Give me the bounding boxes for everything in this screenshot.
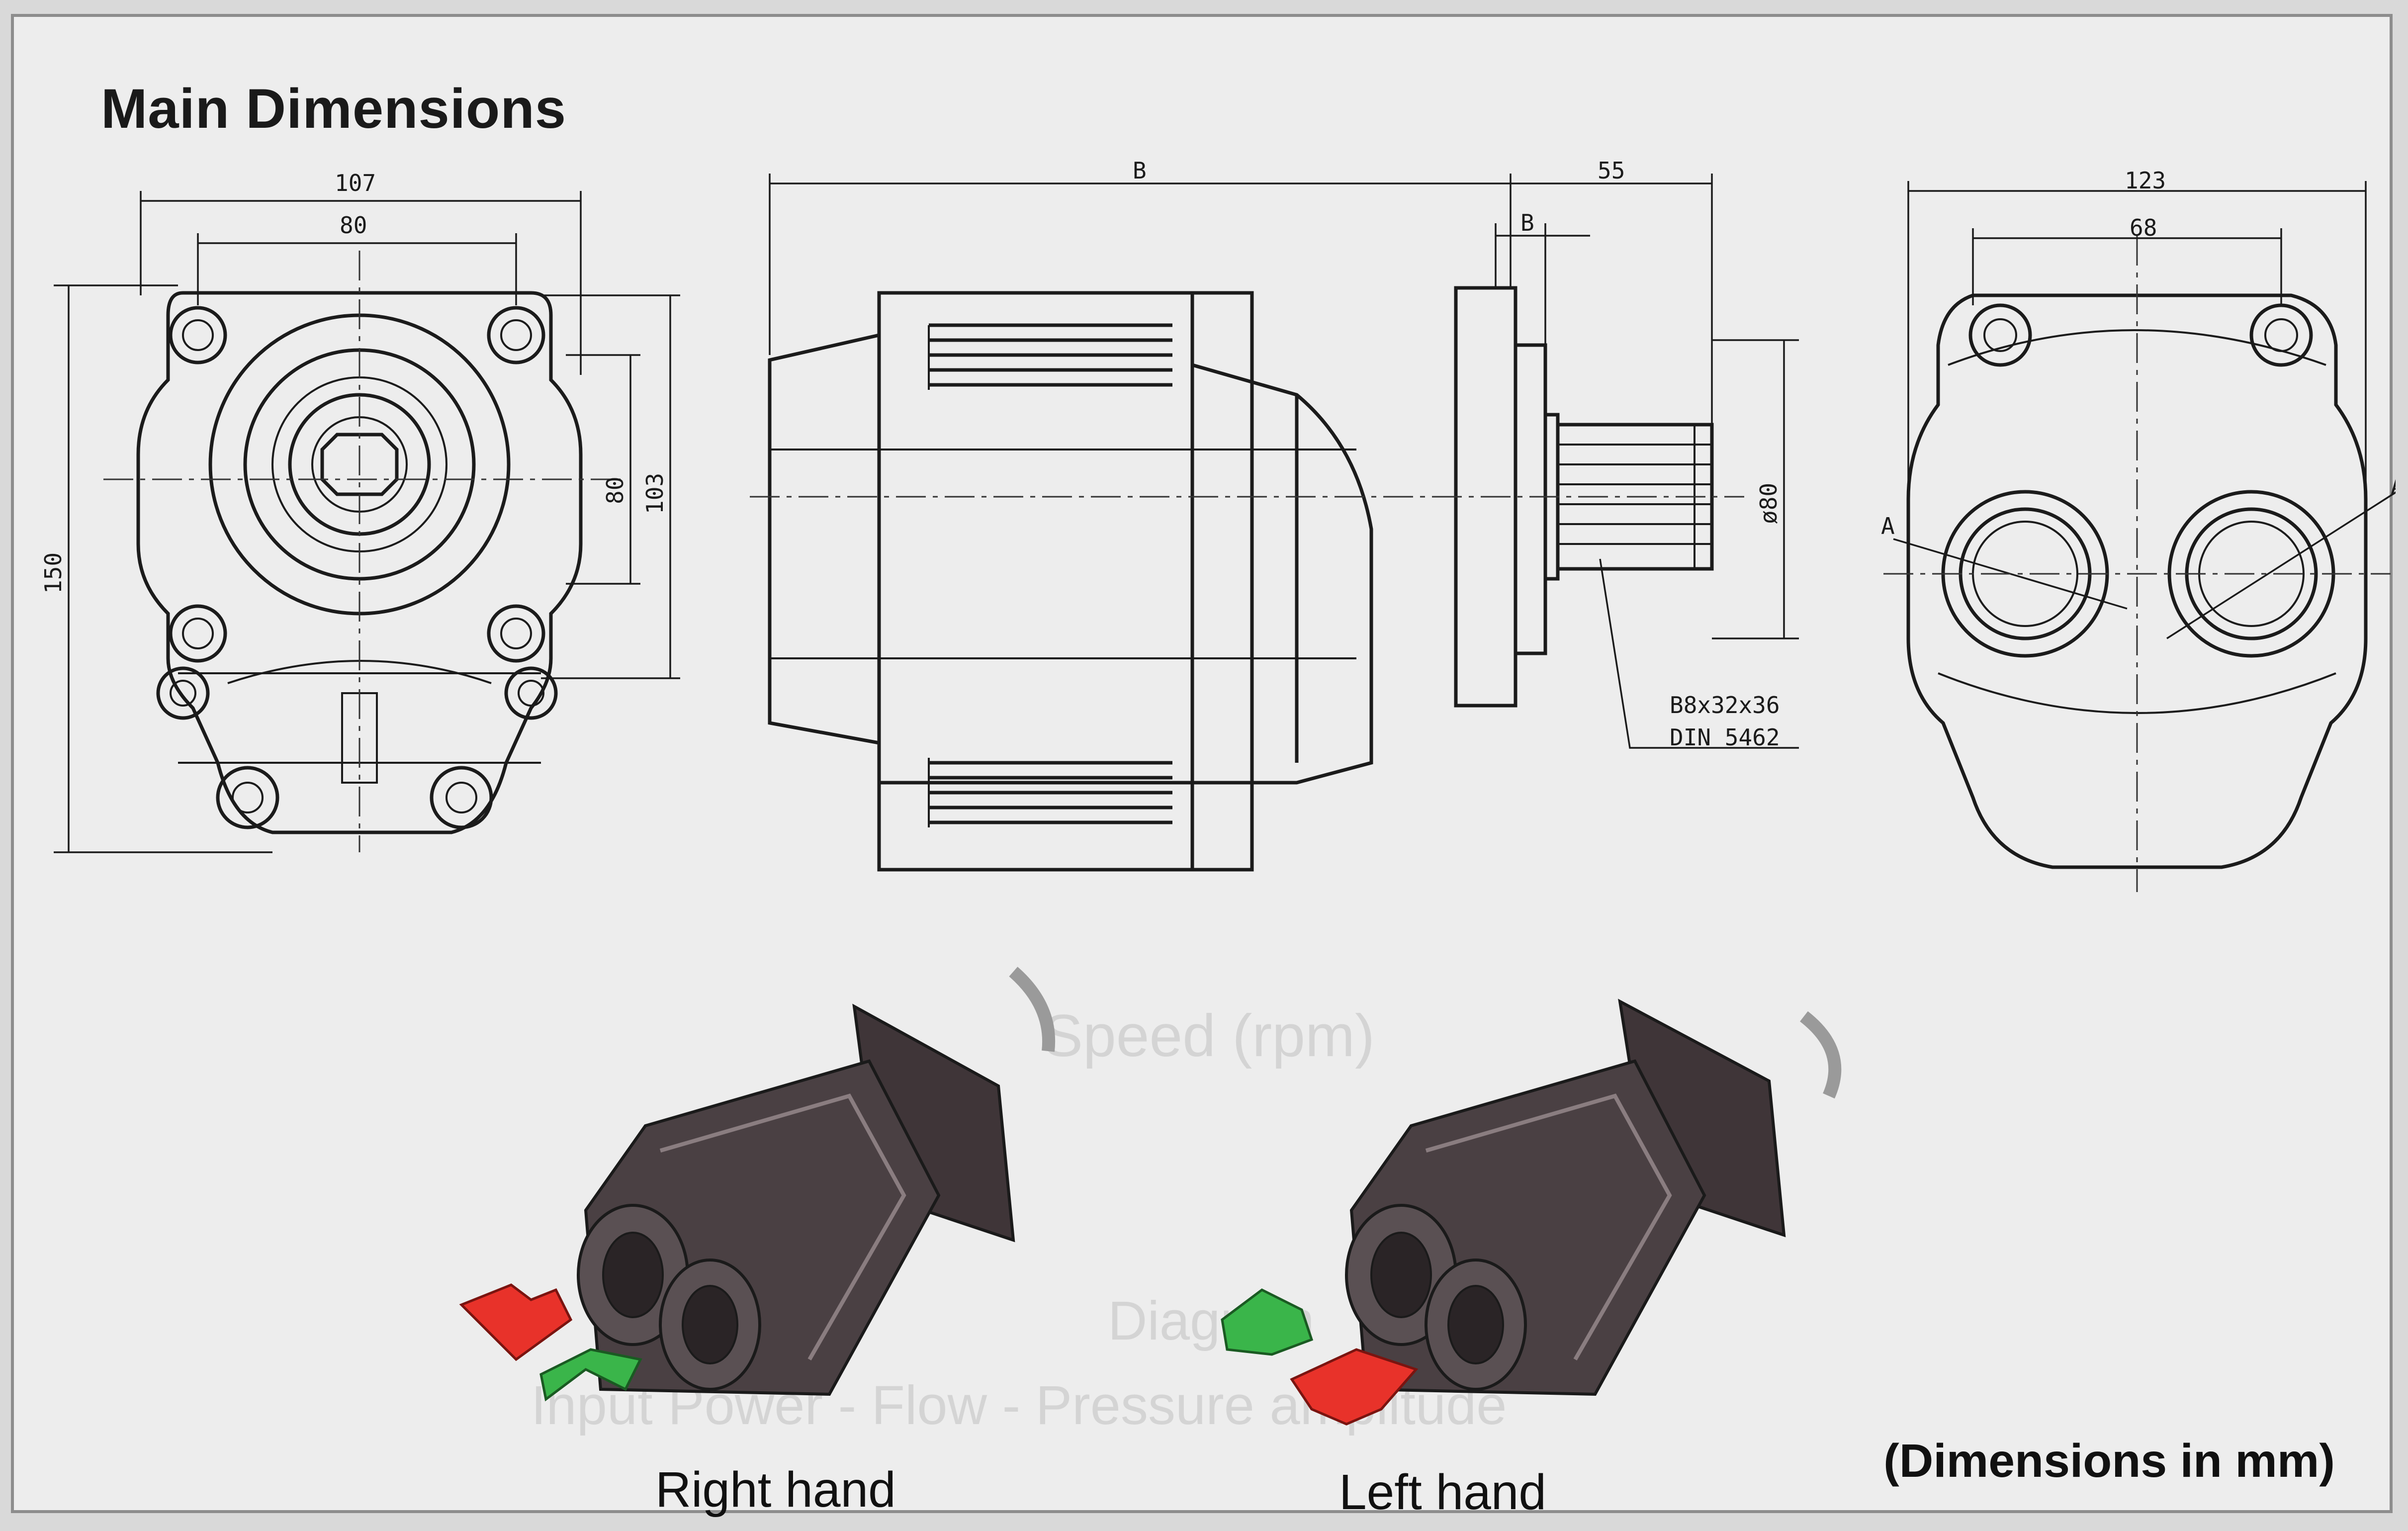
inlet-arrow-red: [459, 1283, 573, 1361]
dim-phi80: ø80: [1755, 483, 1782, 524]
dim-123: 123: [2125, 167, 2166, 194]
front-view: 107 80 150 80 103: [40, 170, 680, 853]
outlet-arrow-green: [539, 1348, 642, 1402]
page-title: Main Dimensions: [101, 78, 567, 140]
inlet-arrow-green: [1221, 1288, 1314, 1356]
dim-B-small: B: [1520, 209, 1534, 236]
dim-103: 103: [641, 473, 668, 514]
dim-80-side: 80: [602, 477, 628, 504]
svg-text:Speed (rpm): Speed (rpm): [1043, 1002, 1375, 1069]
dim-68: 68: [2130, 214, 2157, 241]
dim-107: 107: [335, 170, 376, 196]
drawing-sheet: Main Dimensions Speed (rpm) Input Power …: [11, 14, 2396, 1520]
units-note: (Dimensions in mm): [1883, 1435, 2335, 1487]
dim-80-top: 80: [340, 212, 367, 239]
outlet-arrow-red: [1290, 1348, 1419, 1426]
section-label-right: A: [2391, 473, 2396, 500]
dim-B: B: [1133, 157, 1147, 184]
caption-right-hand: Right hand: [655, 1462, 896, 1518]
dim-55: 55: [1598, 157, 1625, 184]
pump-render-left-hand: [1221, 998, 1842, 1426]
technical-drawing: Speed (rpm) Input Power - Flow - Pressur…: [40, 157, 2396, 1436]
spline-spec: B8x32x36: [1670, 692, 1780, 719]
section-label-left: A: [1881, 513, 1895, 540]
caption-left-hand: Left hand: [1339, 1464, 1547, 1520]
spline-standard: DIN 5462: [1670, 724, 1780, 751]
side-view: B 55 B ø80 B8x32x36 DIN 5462: [750, 157, 1799, 872]
dim-150: 150: [40, 552, 67, 594]
pump-render-right-hand: [459, 967, 1056, 1402]
rear-view: 123 68 A A: [1881, 167, 2396, 892]
